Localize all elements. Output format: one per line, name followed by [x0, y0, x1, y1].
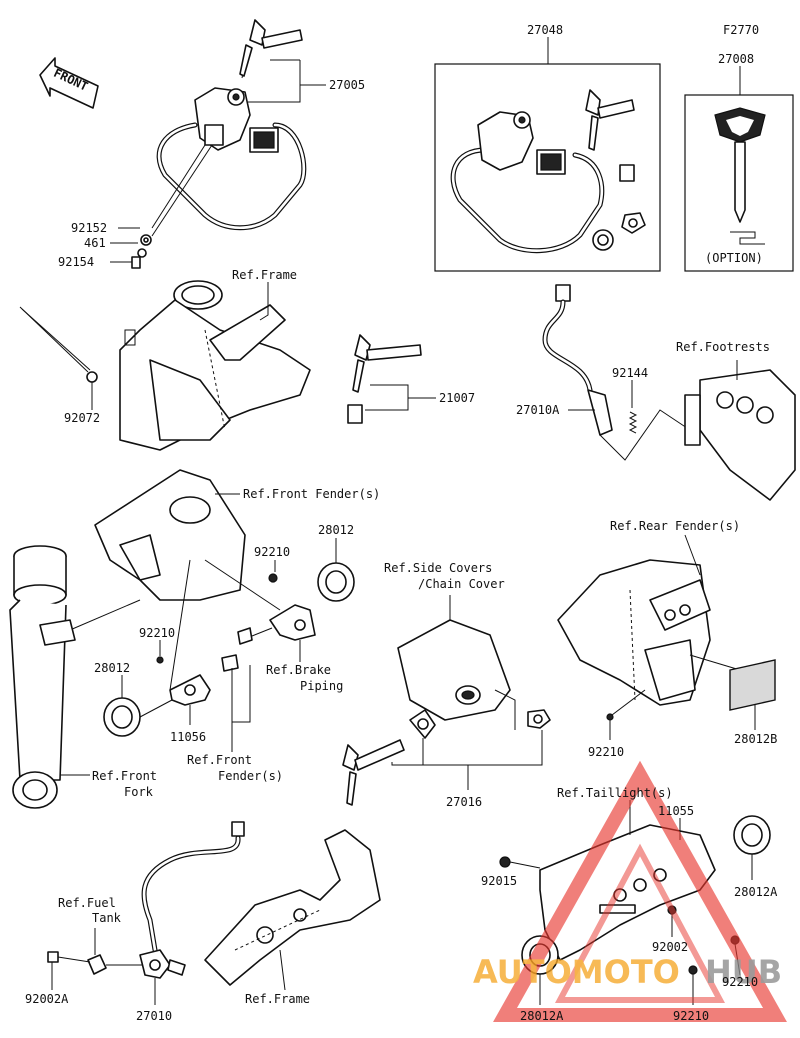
label-27048: 27048	[527, 23, 563, 37]
key-set-21007	[347, 334, 436, 424]
fuel-switch-27010	[47, 821, 245, 1005]
ref-footrests: Ref.Footrests	[676, 340, 770, 354]
ref-front-fork-b: Fork	[124, 785, 154, 799]
key-blank-box-27008	[684, 66, 794, 272]
label-27010: 27010	[136, 1009, 172, 1023]
frame-top	[19, 280, 311, 451]
ref-frame-bottom: Ref.Frame	[245, 992, 310, 1006]
frame-bottom	[204, 829, 381, 991]
ref-rear-fender: Ref.Rear Fender(s)	[610, 519, 740, 533]
watermark-logo: AUTOMOTO HUB	[473, 760, 787, 1022]
label-28012-left: 28012	[94, 661, 130, 675]
ref-frame-top: Ref.Frame	[232, 268, 297, 282]
ref-brake-piping: Piping	[300, 679, 343, 693]
clamp-11056	[103, 640, 251, 752]
ref-front-fender: Ref.Front Fender(s)	[243, 487, 380, 501]
label-28012a-right: 28012A	[734, 885, 778, 899]
ignition-set-box-27048	[434, 37, 661, 272]
label-92210-a: 92210	[254, 545, 290, 559]
label-92015: 92015	[481, 874, 517, 888]
label-27008: 27008	[718, 52, 754, 66]
label-92152: 92152	[71, 221, 107, 235]
ref-fuel-tank-a: Ref.Fuel	[58, 896, 116, 910]
label-92210-d: 92210	[722, 975, 758, 989]
ref-fuel-tank-b: Tank	[92, 911, 122, 925]
ref-side-covers: Ref.Side Covers	[384, 561, 492, 575]
brake-piping-clamp	[237, 604, 316, 662]
watermark-text-hub: HUB	[705, 953, 782, 991]
label-28012-top: 28012	[318, 523, 354, 537]
front-fender-bracket	[69, 469, 281, 691]
ref-brake: Ref.Brake	[266, 663, 331, 677]
label-11055: 11055	[658, 804, 694, 818]
label-92210-c: 92210	[588, 745, 624, 759]
ref-front-fender-2a: Ref.Front	[187, 753, 252, 767]
label-11056: 11056	[170, 730, 206, 744]
part-labels: 27005 92152 461 92154 27048 F2770 27008 …	[25, 23, 778, 1023]
front-fork	[9, 545, 90, 809]
label-27016: 27016	[446, 795, 482, 809]
ignition-switch-27005	[110, 19, 326, 269]
switch-27010a	[542, 284, 691, 461]
label-28012b: 28012B	[734, 732, 777, 746]
label-92144: 92144	[612, 366, 648, 380]
label-92210-b: 92210	[139, 626, 175, 640]
label-option: (OPTION)	[705, 251, 763, 265]
label-21007: 21007	[439, 391, 475, 405]
label-461: 461	[84, 236, 106, 250]
watermark-text-automoto: AUTOMOTO	[473, 953, 680, 991]
grommet-28012-top	[268, 538, 355, 602]
ref-taillight: Ref.Taillight(s)	[557, 786, 673, 800]
rear-fender	[557, 534, 776, 740]
label-92210-e: 92210	[673, 1009, 709, 1023]
label-28012a-bottom: 28012A	[520, 1009, 564, 1023]
label-27005: 27005	[329, 78, 365, 92]
ref-front-fender-2b: Fender(s)	[218, 769, 283, 783]
label-92002a: 92002A	[25, 992, 69, 1006]
ref-chain-cover: /Chain Cover	[418, 577, 505, 591]
label-92072: 92072	[64, 411, 100, 425]
side-cover-lock-27016	[342, 595, 551, 806]
label-92154: 92154	[58, 255, 94, 269]
front-arrow: FRONT	[39, 57, 99, 109]
label-92002: 92002	[652, 940, 688, 954]
label-f2770: F2770	[723, 23, 759, 37]
ref-front-fork-a: Ref.Front	[92, 769, 157, 783]
footrest-bracket	[684, 360, 796, 501]
reference-labels: Ref.Frame Ref.Footrests Ref.Front Fender…	[58, 268, 770, 1006]
label-27010a: 27010A	[516, 403, 560, 417]
